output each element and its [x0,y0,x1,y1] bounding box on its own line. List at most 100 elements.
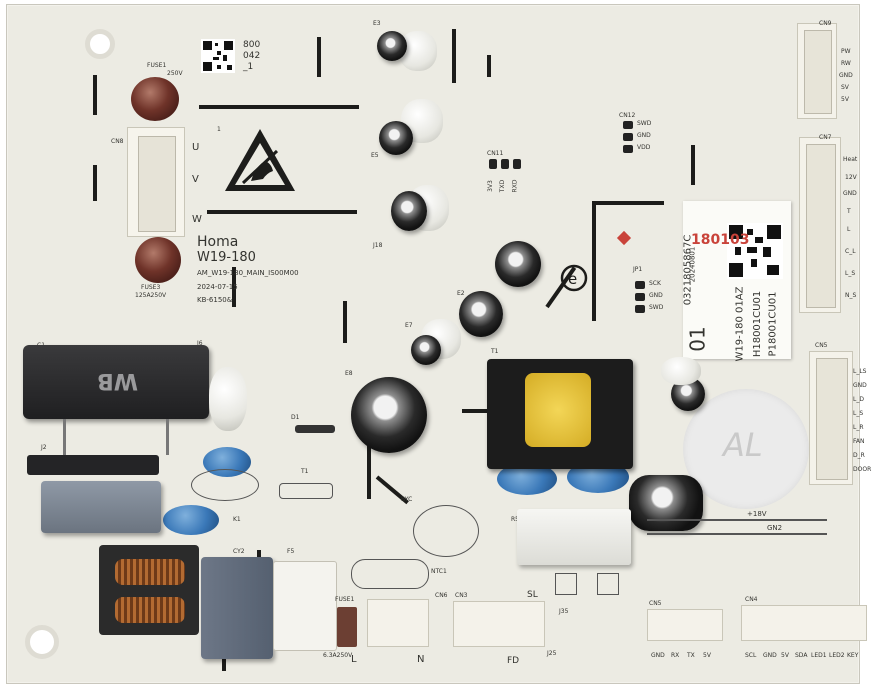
label-model-line: W19-180 01AZ [734,286,746,362]
fuse-top-ref: FUSE1 [147,62,167,69]
mounting-hole-top-left [85,29,115,59]
ref-e8: E8 [345,370,353,377]
cn9-pin-2: RW [841,60,851,67]
cn7-pin-8: N_S [845,292,857,299]
cn8-ref: CN8 [111,138,124,145]
choke-winding [115,597,185,623]
qr-text-line-1: 800 [243,40,261,50]
cn7-pin-6: C_L [845,248,856,255]
capacitor-e8 [495,241,541,287]
cn7-pin-1: Heat [843,156,858,163]
cn6-pin-n: N [417,654,425,665]
header-pin [635,281,645,289]
ref-j18: J18 [373,242,383,249]
cn9-pin-4: SV [841,84,849,91]
capacitor-e7 [411,335,441,365]
header-pin [513,159,521,169]
slot-trace [691,145,695,185]
cn8-pin1: 1 [217,126,221,133]
capacitor-e5 [379,121,413,155]
pcb-board: 800 042 _1 Homa W19-180 AM_W19-180_MAIN_… [6,4,871,684]
ref-j6: J6 [197,340,203,347]
capacitor-e3 [377,31,407,61]
cn3-connector [453,601,545,647]
cn5b-pin-2: RX [671,652,680,659]
cn7-pin-5: L [847,226,851,233]
slot-trace [207,210,357,214]
label-qr-code-icon [727,223,783,279]
qr-code-icon [201,39,235,73]
jp1-pin-2: GND [649,292,663,299]
inspection-stamp: AL [683,389,809,509]
label-red-overprint: 180103 [691,232,750,248]
ref-d1: D1 [291,414,300,421]
varistor-rv1 [273,561,337,651]
right-top-connector [797,23,837,119]
cn5r-pin-4: L_S [853,410,864,417]
fuse-right-ref: FUSE1 [335,596,355,603]
slot-trace [343,301,347,343]
date-text: 2024-07-15 [197,283,238,291]
transformer-ref: T1 [491,348,499,355]
cap-insulator [209,367,247,431]
label-code-1: H18001CU01 [752,290,764,358]
cn12-pin-1: SWD [637,120,652,127]
cn4-ref: CN4 [745,596,758,603]
slot-trace [367,445,371,499]
cn8-pin-w: W [192,214,202,225]
slot-trace [452,29,456,83]
slot-trace [647,519,827,521]
slot-trace [93,165,97,201]
cn6-pin-l: L [351,654,357,665]
cn4-pin-7: KEY [847,652,859,659]
cn3-ref: CN3 [455,592,468,599]
ref-e3: E3 [373,20,381,27]
component-leads [63,419,169,455]
cn6-ref: CN6 [435,592,448,599]
slot-trace [462,409,488,413]
capacitor-e2 [459,291,503,337]
cn9-ref: CN9 [819,20,832,27]
material-text: KB-6150& [197,296,233,304]
cn3-pin-fd: FD [507,656,520,666]
fuse-top-rating: 250V [167,70,183,77]
cn5r-pin-8: DOOR [853,466,872,473]
product-label-sticker: 0321805867C 20240801 01 W19-180 01AZ H18… [682,201,791,362]
small-fuse-outline [279,483,333,499]
silk-outline-oval [351,559,429,589]
cn7-pin-3: GND [843,190,857,197]
fuse-top [131,77,179,121]
header-pin [623,121,633,129]
slot-trace [93,75,97,115]
cn12-ref: CN12 [619,112,636,119]
header-pin [635,305,645,313]
cn11-pin-3: RXD [511,179,519,193]
diode [295,425,335,433]
label-code-2: P18001CU01 [767,291,779,357]
fuse-right-rating: 6.3A250V [323,652,353,659]
cn5r-pin-1: L_LS [853,368,867,375]
capacitor-e6 [629,475,703,531]
transformer [487,359,633,469]
qr-text-line-3: _1 [243,62,254,72]
black-terminal-strip [27,455,159,475]
ref-e5: E5 [371,152,379,159]
qr-code-label: 800 042 _1 [201,39,281,75]
esd-warning-icon [225,129,295,191]
cn4-pin-5: LED1 [811,652,827,659]
fuse-bottom [135,237,181,283]
cn4-pin-6: LED2 [829,652,845,659]
part-name-text: AM_W19-180_MAIN_IS00M00 [197,269,299,277]
cn5r-pin-5: L_R [853,424,864,431]
ref-f5: T1 [301,468,309,475]
label-date-code: 20240801 [688,246,697,283]
cn9-pin-1: PW [841,48,851,55]
main-electrolytic-capacitor [351,377,427,453]
grey-x-capacitor [41,481,161,533]
cn4-connector [741,605,867,641]
ref-j35: J35 [559,608,569,615]
stamp-text: AL [723,426,763,464]
cn12-pin-2: GND [637,132,651,139]
capacitor-e4 [391,191,427,231]
